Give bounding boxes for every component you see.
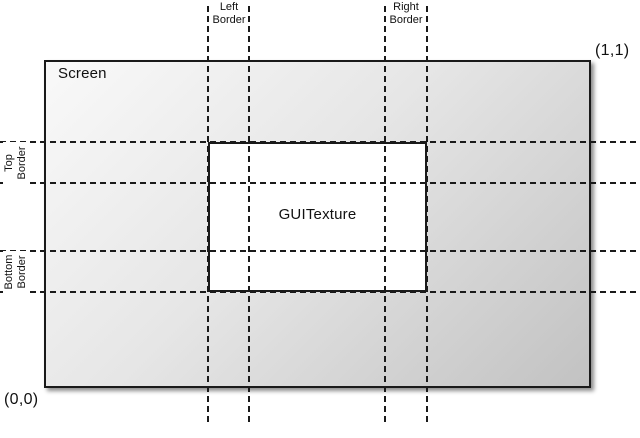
right-border-label-line2: Border	[389, 14, 423, 26]
bottom-border-label-line2: Border	[16, 255, 28, 289]
right-border-label-line1: Right	[393, 1, 419, 13]
top-border-label: Top Border	[3, 142, 29, 184]
guitexture-label: GUITexture	[278, 205, 357, 223]
bottom-border-outer-line	[0, 291, 637, 293]
left-border-outer-line	[207, 6, 209, 424]
right-border-outer-line	[426, 6, 428, 424]
left-border-label-line1: Left	[219, 1, 239, 13]
coordinate-label-top-right: (1,1)	[595, 42, 630, 59]
top-border-label-line1: Top	[3, 154, 15, 172]
left-border-label-line2: Border	[212, 14, 246, 26]
bottom-border-inner-line	[0, 250, 637, 252]
left-border-label: Left Border	[210, 1, 248, 27]
left-border-inner-line	[248, 6, 250, 424]
right-border-inner-line	[384, 6, 386, 424]
top-border-inner-line	[0, 182, 637, 184]
top-border-outer-line	[0, 141, 637, 143]
bottom-border-label: Bottom Border	[3, 251, 29, 293]
guitexture-rectangle: GUITexture	[208, 142, 427, 292]
right-border-label: Right Border	[387, 1, 425, 27]
bottom-border-label-line1: Bottom	[3, 254, 15, 290]
top-border-label-line2: Border	[16, 146, 28, 180]
screen-label: Screen	[58, 65, 107, 82]
coordinate-label-bottom-left: (0,0)	[4, 391, 39, 408]
